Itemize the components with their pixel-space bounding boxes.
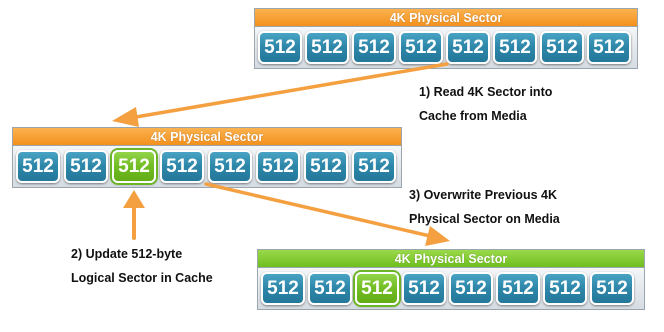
step1-line1: 1) Read 4K Sector into [419,85,553,99]
read-arrow [112,62,449,127]
step3-line1: 3) Overwrite Previous 4K [409,188,557,202]
cache-logical-sector-4: 512 [160,150,204,183]
cache-logical-sector-7: 512 [304,150,348,183]
top-logical-sector-5: 512 [446,31,490,64]
step1-label: 1) Read 4K Sector into Cache from Media [419,80,552,128]
top-logical-sector-7: 512 [540,31,584,64]
top-logical-sector-4: 512 [399,31,443,64]
step1-line2: Cache from Media [419,109,527,123]
top-logical-sector-8: 512 [587,31,631,64]
bottom-physical-sector: 4K Physical Sector 512 512 512 512 512 5… [257,249,645,310]
cache-logical-sector-2: 512 [64,150,108,183]
top-logical-sector-1: 512 [258,31,302,64]
bottom-logical-sector-5: 512 [449,272,493,305]
cache-logical-sector-1: 512 [16,150,60,183]
cache-physical-sector: 4K Physical Sector 512 512 512 512 512 5… [12,127,402,188]
top-logical-sector-6: 512 [493,31,537,64]
step3-line2: Physical Sector on Media [409,212,560,226]
step2-line2: Logical Sector in Cache [71,271,213,285]
cache-logical-sector-8: 512 [352,150,396,183]
bottom-logical-sector-7: 512 [543,272,587,305]
step3-label: 3) Overwrite Previous 4K Physical Sector… [409,183,560,231]
cache-logical-sector-5: 512 [208,150,252,183]
bottom-logical-sector-3-updated: 512 [355,272,399,305]
overwrite-arrow [204,182,450,246]
bottom-logical-sector-6: 512 [496,272,540,305]
top-physical-sector: 4K Physical Sector 512 512 512 512 512 5… [254,8,638,69]
cache-logical-sector-6: 512 [256,150,300,183]
top-logical-sector-2: 512 [305,31,349,64]
update-arrow [123,190,145,240]
step2-line1: 2) Update 512-byte [71,247,183,261]
step2-label: 2) Update 512-byte Logical Sector in Cac… [71,242,213,290]
cache-logical-sector-3-updated: 512 [112,150,156,183]
bottom-logical-sector-8: 512 [590,272,634,305]
bottom-logical-sector-2: 512 [308,272,352,305]
bottom-logical-sector-4: 512 [402,272,446,305]
bottom-sector-header: 4K Physical Sector [257,249,645,268]
bottom-logical-sector-1: 512 [261,272,305,305]
top-logical-sector-3: 512 [352,31,396,64]
